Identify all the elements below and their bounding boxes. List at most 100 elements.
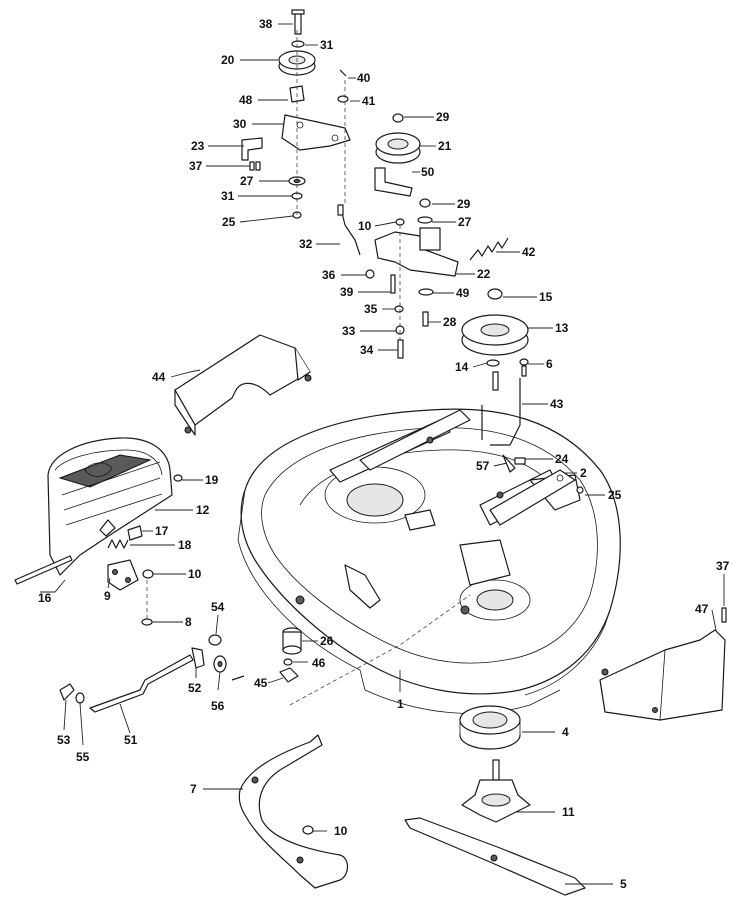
part-label: 9	[104, 589, 111, 603]
bolt-center	[492, 371, 499, 391]
part-label: 15	[539, 290, 553, 304]
nut-15	[487, 288, 503, 300]
part-label: 18	[178, 538, 192, 552]
part-label: 54	[211, 600, 225, 614]
bolt-39	[390, 274, 396, 294]
pin-40	[339, 69, 347, 77]
clip-45b	[231, 675, 245, 681]
clip-25-right	[576, 486, 584, 494]
spindle-11	[461, 759, 531, 823]
rod-43	[481, 378, 521, 446]
part-label: 32	[299, 237, 313, 251]
leader-lines	[40, 23, 725, 885]
part-label: 53	[57, 733, 71, 747]
washer-49	[418, 288, 434, 296]
blade-5	[404, 817, 586, 896]
part-label: 36	[322, 268, 336, 282]
spring-18	[107, 539, 129, 549]
bolt-37-right	[721, 607, 727, 623]
cable-32	[337, 204, 361, 256]
part-label: 8	[185, 615, 192, 629]
part-label: 17	[155, 524, 169, 538]
bracket-23	[241, 137, 263, 161]
part-label: 1	[397, 697, 404, 711]
nut-29-low	[419, 198, 431, 208]
part-label: 27	[240, 174, 254, 188]
rod-51	[89, 654, 194, 713]
bushing-54	[208, 634, 222, 646]
part-label: 11	[562, 805, 575, 819]
nut-10-bottom	[302, 825, 314, 835]
part-label: 12	[196, 503, 210, 517]
pulley-13	[461, 314, 529, 356]
spacer-36	[365, 269, 375, 279]
bolt-34	[397, 339, 404, 359]
part-label: 34	[360, 343, 374, 357]
idler-arm-30	[281, 114, 351, 151]
bracket-50	[374, 167, 413, 197]
part-label: 29	[457, 197, 471, 211]
part-label: 2	[580, 466, 587, 480]
part-label: 40	[357, 71, 371, 85]
part-label: 28	[443, 315, 457, 329]
part-label: 30	[233, 117, 247, 131]
bushing-26	[282, 627, 302, 655]
part-label: 13	[555, 321, 569, 335]
bolt-6	[519, 358, 529, 377]
nut-41	[337, 95, 349, 103]
bracket-52	[191, 647, 205, 669]
part-label: 27	[458, 215, 472, 229]
part-label: 16	[38, 591, 52, 605]
cover-47	[599, 629, 726, 721]
nut-10-top	[395, 218, 405, 226]
part-label: 49	[456, 286, 470, 300]
part-label: 37	[716, 559, 730, 573]
pin-45	[279, 667, 299, 683]
part-label: 10	[358, 219, 372, 233]
part-label: 10	[334, 824, 348, 838]
bolt-24	[514, 457, 526, 465]
bolt-28	[422, 311, 429, 327]
part-label: 24	[555, 452, 569, 466]
bolt-8	[141, 618, 153, 626]
blade-mount-7	[238, 734, 349, 889]
washer-55	[75, 692, 85, 704]
nut-46	[283, 658, 293, 666]
spring-42	[469, 237, 509, 261]
part-label: 33	[342, 324, 356, 338]
washer-31-top	[291, 40, 305, 48]
part-label: 29	[436, 110, 450, 124]
part-label: 52	[188, 681, 202, 695]
part-label: 31	[221, 189, 235, 203]
part-label: 23	[191, 139, 205, 153]
nut-29-top	[392, 113, 404, 123]
belt-cover-44	[174, 334, 312, 436]
part-label: 22	[477, 267, 491, 281]
left-cover-12	[47, 437, 173, 576]
part-label: 47	[695, 602, 709, 616]
part-label: 20	[221, 53, 235, 67]
part-label: 7	[190, 782, 197, 796]
part-label: 51	[124, 733, 138, 747]
bolt-19	[173, 474, 183, 482]
washer-27	[417, 216, 433, 224]
idler-bolt-38	[291, 9, 305, 35]
part-label: 43	[550, 397, 564, 411]
part-label: 41	[362, 94, 376, 108]
part-label: 14	[455, 360, 469, 374]
clip-53	[59, 683, 75, 701]
part-label: 55	[76, 750, 90, 764]
rod-16	[14, 555, 73, 585]
part-label: 5	[620, 877, 627, 891]
part-label: 6	[546, 357, 553, 371]
idler-pulley-21	[375, 132, 421, 164]
part-label: 4	[562, 725, 569, 739]
bracket-17	[127, 525, 143, 541]
part-label: 26	[320, 634, 334, 648]
part-label: 35	[364, 302, 378, 316]
part-label: 31	[320, 38, 334, 52]
part-label: 57	[476, 459, 490, 473]
part-label: 19	[205, 473, 219, 487]
part-label: 46	[312, 656, 326, 670]
